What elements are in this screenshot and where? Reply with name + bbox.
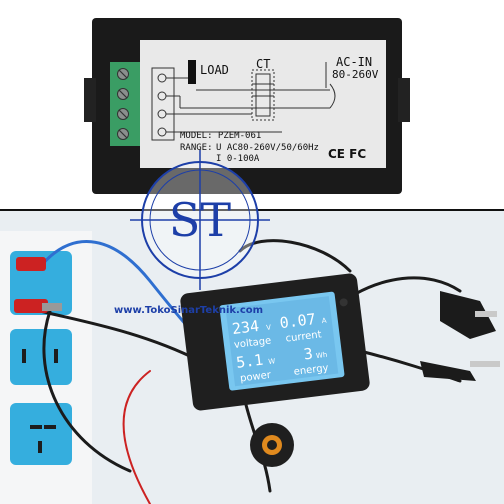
- load-symbol: [188, 60, 196, 84]
- voltage-unit: V: [266, 323, 272, 332]
- range-i-label: I 0-100A: [216, 154, 260, 164]
- top-wire: [238, 239, 352, 273]
- current-transformer: [250, 423, 294, 467]
- voltage-range-label: 80-260V: [332, 68, 379, 81]
- black-clip: [420, 361, 476, 381]
- energy-value: 3: [303, 345, 314, 364]
- range-label: RANGE:: [180, 143, 213, 153]
- power-plug: [440, 291, 496, 339]
- left-clip: [84, 78, 96, 122]
- red-wire: [122, 370, 151, 504]
- black-wire-1: [38, 309, 202, 363]
- model-label: MODEL: PZEM-061: [180, 131, 261, 141]
- energy-unit: Wh: [316, 351, 328, 360]
- energy-label: energy: [293, 363, 329, 378]
- load-label: LOAD: [200, 63, 229, 77]
- meter-in-use-photo: 234 V 0.07 A voltage current 5.1 W 3 Wh …: [0, 211, 504, 504]
- st-logo-watermark: ST: [130, 150, 270, 290]
- current-label: current: [285, 329, 322, 344]
- cert-marks: CE FC: [328, 147, 366, 161]
- st-logo-text: ST: [169, 193, 232, 247]
- info-label: [140, 40, 386, 168]
- power-value: 5.1: [235, 351, 264, 372]
- outlets: [10, 251, 72, 465]
- current-unit: A: [321, 317, 327, 326]
- wiring-diagram: [151, 62, 336, 141]
- ac-in-label: AC-IN: [336, 55, 372, 69]
- watermark-url: www.TokoSinarTeknik.com: [114, 305, 263, 316]
- right-clip: [398, 78, 410, 122]
- outlet-3: [10, 403, 72, 465]
- pzem-meter: 234 V 0.07 A voltage current 5.1 W 3 Wh …: [180, 273, 370, 411]
- reset-button: [339, 298, 348, 307]
- power-unit: W: [268, 357, 276, 366]
- power-label: power: [240, 370, 273, 385]
- voltage-label: voltage: [233, 335, 271, 350]
- voltage-value: 234: [231, 317, 260, 338]
- black-wire-2: [42, 309, 132, 473]
- plug-and-clips: [420, 291, 500, 381]
- range-u-label: U AC80-260V/50/60Hz: [216, 143, 319, 153]
- photo-divider: [0, 209, 504, 211]
- current-value: 0.07: [279, 310, 317, 332]
- outlet-2: [10, 329, 72, 385]
- red-clips: [14, 257, 62, 313]
- ct-label: CT: [256, 57, 270, 71]
- module-back-photo: LOAD CT AC-IN 80-260V MODEL: PZEM-061 RA…: [0, 0, 504, 208]
